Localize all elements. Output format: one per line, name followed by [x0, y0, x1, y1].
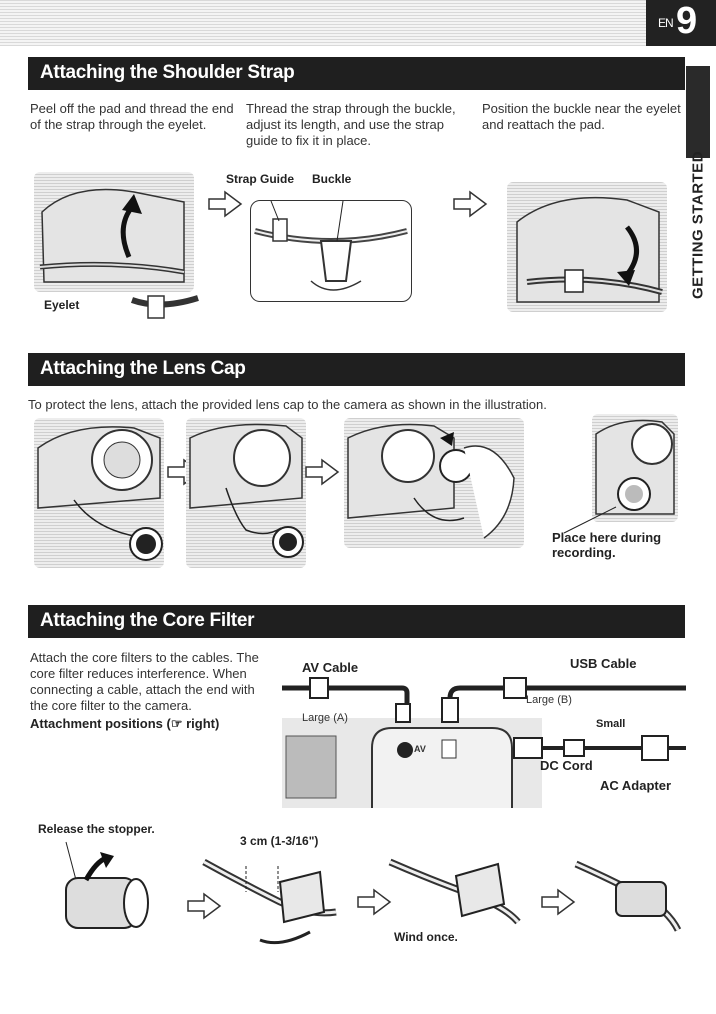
label-place-here: Place here during recording. [552, 530, 662, 560]
strap-end-drawing [130, 290, 200, 330]
section-header-lenscap: Attaching the Lens Cap [28, 353, 685, 386]
page-number-tab: EN 9 [646, 0, 716, 46]
core-filter-diagram [282, 648, 686, 808]
strap-step-2: Thread the strap through the buckle, adj… [246, 101, 456, 148]
strap-illustration-3 [507, 182, 667, 312]
lenscap-drawing-4 [595, 419, 675, 515]
side-tab-marker [686, 66, 710, 158]
core-step-2-drawing [200, 852, 340, 948]
callout-line [560, 505, 620, 535]
strap-drawing-3 [516, 196, 663, 303]
lenscap-illustration-1 [34, 418, 164, 568]
core-step-4-drawing [572, 856, 682, 936]
label-large-b: Large (B) [526, 694, 572, 706]
label-ac-adapter: AC Adapter [600, 778, 672, 793]
label-strap-guide: Strap Guide [226, 172, 295, 186]
next-arrow-icon [540, 888, 576, 916]
next-arrow-icon [356, 888, 392, 916]
connections-drawing [282, 677, 686, 808]
label-release-stopper: Release the stopper. [38, 822, 155, 836]
core-step-3-drawing [386, 852, 522, 932]
core-intro: Attach the core filters to the cables. T… [30, 650, 259, 713]
side-label: GETTING STARTED [689, 150, 707, 300]
lenscap-illustration-2 [186, 418, 306, 568]
section-header-corefilter: Attaching the Core Filter [28, 605, 685, 638]
label-buckle: Buckle [312, 172, 352, 186]
lenscap-drawing-2 [189, 423, 304, 558]
label-usb-cable: USB Cable [570, 656, 637, 671]
core-step-1-drawing [56, 840, 156, 940]
label-eyelet: Eyelet [44, 298, 80, 312]
lenscap-intro: To protect the lens, attach the provided… [28, 397, 547, 412]
label-av-port: AV [414, 744, 426, 754]
label-dc-cord: DC Cord [540, 758, 593, 773]
strap-step-3: Position the buckle near the eyelet and … [482, 101, 681, 132]
strap-illustration-1 [34, 172, 194, 292]
strap-detail-inset [250, 200, 412, 302]
lenscap-drawing-1 [37, 426, 163, 561]
attachment-positions: Attachment positions (☞ right) [30, 716, 220, 731]
language-label: EN [658, 16, 674, 30]
page-number: 9 [676, 0, 698, 42]
next-arrow-icon [186, 892, 222, 920]
next-arrow-icon [304, 458, 340, 486]
top-banner [0, 0, 646, 46]
strap-step-1: Peel off the pad and thread the end of t… [30, 101, 234, 132]
strap-drawing-1 [39, 188, 185, 283]
label-3cm: 3 cm (1-3/16") [240, 834, 319, 848]
section-header-strap: Attaching the Shoulder Strap [28, 57, 685, 90]
label-small: Small [596, 718, 626, 730]
label-av-cable: AV Cable [302, 660, 359, 675]
lenscap-illustration-4 [592, 414, 678, 522]
label-large-a: Large (A) [302, 712, 348, 724]
lenscap-drawing-3 [347, 423, 515, 539]
buckle-drawing [254, 201, 408, 291]
label-wind-once: Wind once. [394, 930, 458, 944]
lenscap-illustration-3 [344, 418, 524, 548]
next-arrow-icon [207, 190, 243, 218]
next-arrow-icon [452, 190, 488, 218]
